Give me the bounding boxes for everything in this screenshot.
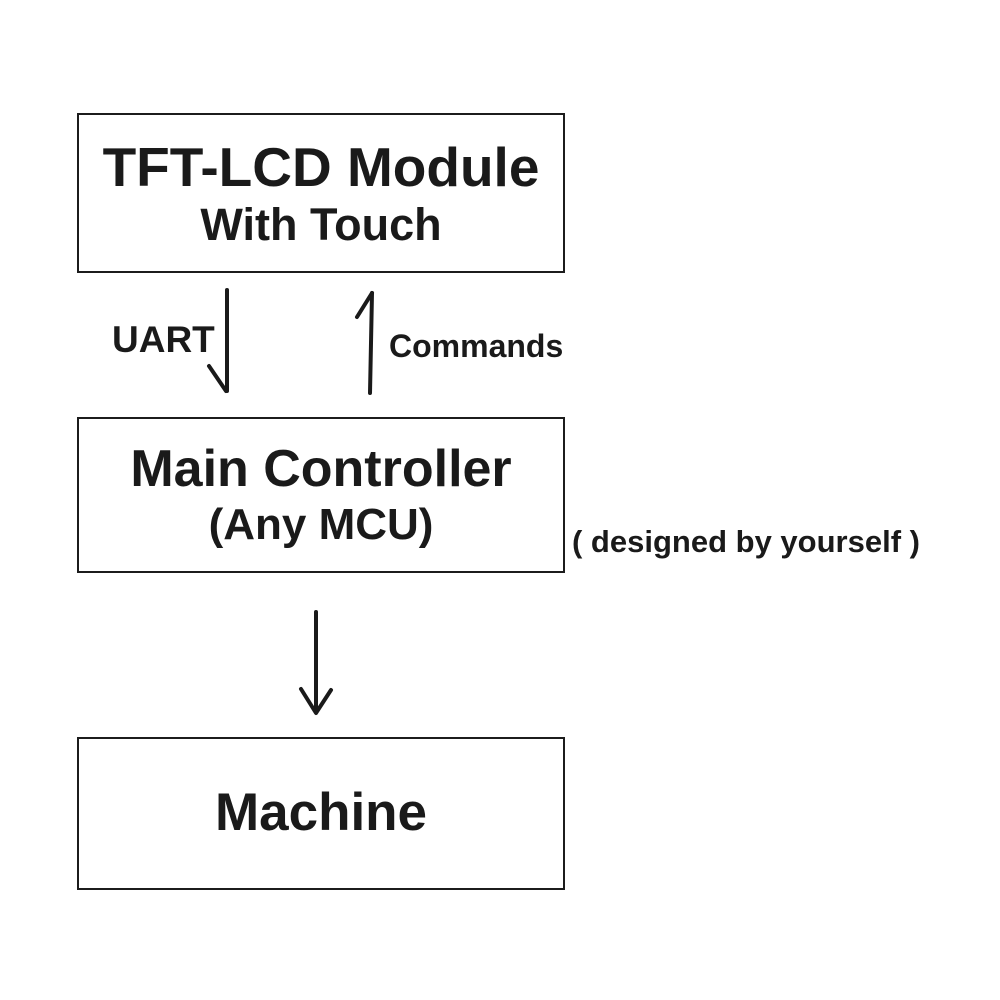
node-tft-lcd-module: TFT-LCD Module With Touch — [77, 113, 565, 273]
node-main-controller: Main Controller (Any MCU) — [77, 417, 565, 573]
node-tft-subtitle: With Touch — [200, 198, 442, 250]
node-tft-title: TFT-LCD Module — [102, 135, 540, 198]
node-machine-title: Machine — [214, 783, 428, 843]
uart-label: UART — [112, 319, 215, 360]
commands-up-arrow-icon — [355, 291, 374, 395]
node-controller-subtitle: (Any MCU) — [208, 499, 434, 549]
node-machine: Machine — [77, 737, 565, 890]
uart-down-arrow-icon — [207, 288, 229, 393]
commands-label: Commands — [389, 328, 564, 364]
node-controller-title: Main Controller — [130, 439, 512, 498]
designed-by-yourself-label: ( designed by yourself ) — [572, 524, 920, 559]
controller-to-machine-arrow-icon — [299, 610, 333, 715]
